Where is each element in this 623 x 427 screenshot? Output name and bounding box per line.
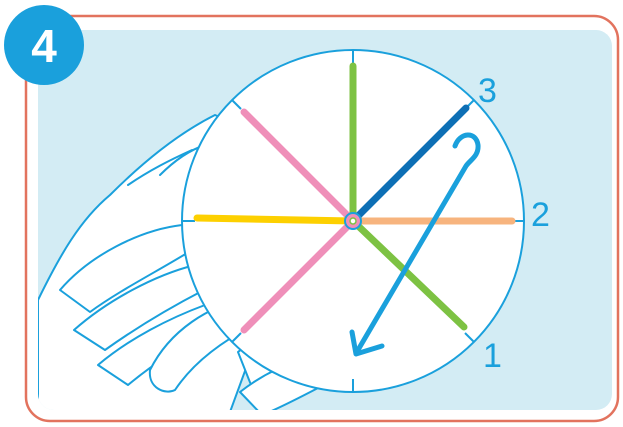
step-number: 4 bbox=[31, 20, 57, 72]
center-pin-icon bbox=[345, 213, 361, 229]
spoke-yellow-left bbox=[197, 218, 353, 221]
dial-label-3: 3 bbox=[478, 72, 497, 110]
step-badge: 4 bbox=[4, 5, 84, 85]
dial-label-2: 2 bbox=[531, 196, 550, 234]
dial-label-1: 1 bbox=[483, 337, 502, 375]
